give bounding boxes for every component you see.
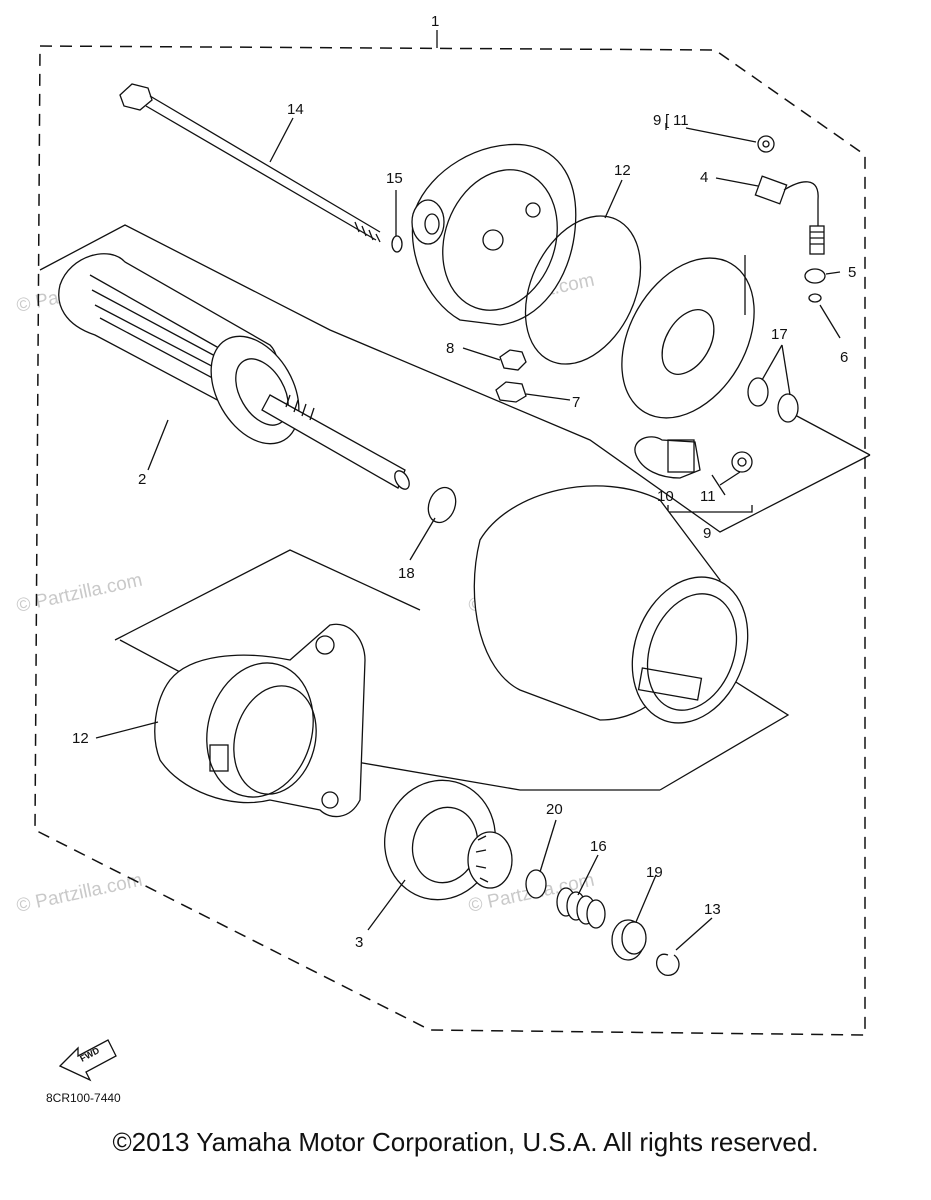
part-5-nut bbox=[804, 268, 826, 284]
part-11-brush-spring-top bbox=[757, 135, 775, 153]
diagram-code: 8CR100-7440 bbox=[46, 1091, 121, 1105]
part-13-circlip bbox=[656, 953, 680, 976]
part-17-washer bbox=[747, 377, 769, 407]
yoke-housing bbox=[473, 485, 749, 724]
callout-15: 15 bbox=[386, 170, 403, 187]
callout-13: 13 bbox=[704, 901, 721, 918]
bracket-label: [ bbox=[665, 112, 670, 129]
part-6-o-ring bbox=[808, 293, 822, 303]
reference-plane-upper-2 bbox=[794, 414, 871, 456]
part-14-through-bolt bbox=[119, 83, 381, 243]
part-8-nut bbox=[499, 349, 527, 371]
callout-6: 6 bbox=[840, 349, 848, 366]
callout-9: 9 bbox=[653, 112, 661, 129]
part-16-spring bbox=[556, 887, 606, 929]
part-17-washer bbox=[777, 393, 799, 423]
part-20-washer bbox=[525, 869, 547, 899]
callout-12: 12 bbox=[72, 730, 89, 747]
bracket-9 bbox=[667, 505, 753, 513]
callout-1: 1 bbox=[431, 13, 439, 30]
callout-14: 14 bbox=[287, 101, 304, 118]
part-12-o-ring-upper bbox=[524, 215, 642, 365]
callout-7: 7 bbox=[572, 394, 580, 411]
part-11-brush-spring bbox=[731, 451, 753, 473]
rear-cover bbox=[411, 143, 577, 326]
callout-12: 12 bbox=[614, 162, 631, 179]
part-10-brush-holder bbox=[634, 436, 701, 479]
part-19-collar bbox=[611, 919, 647, 961]
part-2-armature bbox=[58, 253, 410, 490]
brush-plate bbox=[621, 255, 755, 419]
part-18-washer bbox=[427, 486, 457, 524]
callout-10: 10 bbox=[657, 488, 674, 505]
watermark-text: © Partzilla.com bbox=[15, 570, 145, 617]
front-housing bbox=[154, 623, 366, 818]
copyright-notice: ©2013 Yamaha Motor Corporation, U.S.A. A… bbox=[112, 1127, 819, 1157]
part-3-starter-clutch bbox=[384, 779, 513, 901]
callout-3: 3 bbox=[355, 934, 363, 951]
callout-16: 16 bbox=[590, 838, 607, 855]
part-4-brush-lead bbox=[754, 175, 825, 255]
callout-4: 4 bbox=[700, 169, 708, 186]
starter-motor-exploded-diagram: © Partzilla.com © Partzilla.com © Partzi… bbox=[15, 13, 871, 1105]
callout-5: 5 bbox=[848, 264, 856, 281]
leader-lines bbox=[95, 117, 841, 951]
callout-2: 2 bbox=[138, 471, 146, 488]
part-7-washer bbox=[495, 381, 527, 403]
callout-17: 17 bbox=[771, 326, 788, 343]
callout-8: 8 bbox=[446, 340, 454, 357]
part-15-o-ring bbox=[391, 235, 403, 253]
reference-plane-upper bbox=[39, 224, 871, 533]
callout-19: 19 bbox=[646, 864, 663, 881]
watermark-text: © Partzilla.com bbox=[15, 870, 145, 917]
callout-labels: 1 14 15 12 9 [ 11 4 5 6 17 8 7 2 10 11 9… bbox=[72, 13, 856, 951]
callout-18: 18 bbox=[398, 565, 415, 582]
fwd-arrow-icon: FWD bbox=[58, 1039, 117, 1082]
callout-9: 9 bbox=[703, 525, 711, 542]
callout-11: 11 bbox=[673, 112, 689, 129]
callout-11: 11 bbox=[700, 488, 716, 505]
callout-20: 20 bbox=[546, 801, 563, 818]
